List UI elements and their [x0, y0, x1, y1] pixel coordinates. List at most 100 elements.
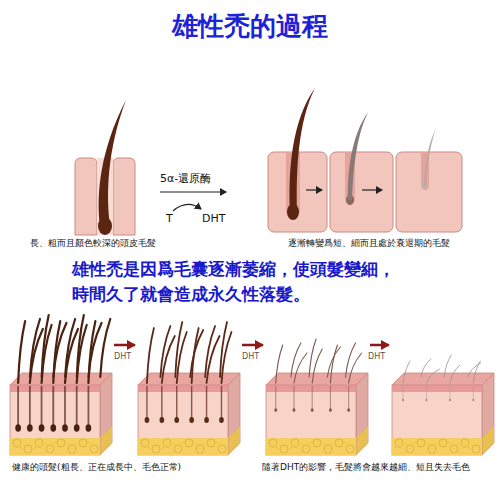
scalp-part	[10, 385, 100, 392]
scalp-part	[428, 445, 436, 453]
scalp-part	[335, 439, 343, 447]
hair	[53, 321, 60, 383]
hair-root	[161, 386, 162, 420]
hair	[421, 359, 431, 377]
scalp-part	[346, 445, 354, 453]
hair	[327, 347, 340, 377]
hair	[330, 345, 337, 383]
scalp-part	[313, 439, 321, 447]
progress-arrow	[114, 344, 135, 347]
scalp-part	[100, 426, 112, 455]
hair	[291, 343, 301, 377]
hair-bulb	[402, 399, 404, 402]
hormone-label: DHT	[202, 212, 225, 226]
hair-root	[176, 386, 177, 420]
hair-bulb	[159, 417, 164, 423]
scalp-part	[324, 445, 332, 453]
scalp-part	[138, 385, 228, 455]
scalp-part	[57, 439, 65, 447]
hair	[468, 363, 481, 377]
hair-root	[330, 386, 331, 410]
hair	[294, 353, 307, 383]
progress-arrow	[242, 344, 263, 347]
hair	[473, 361, 480, 383]
scalp-block	[10, 315, 112, 455]
hair-root	[29, 386, 31, 428]
hair	[276, 345, 283, 383]
scalp-part	[269, 439, 277, 447]
scalp-part	[280, 445, 288, 453]
hair-bulb	[27, 424, 33, 431]
fat-layer	[138, 438, 228, 455]
scalp-part	[218, 445, 226, 453]
hair-bulb	[189, 417, 194, 423]
scalp-part	[482, 426, 494, 455]
scalp-part	[10, 373, 112, 385]
caption: 逐漸轉變爲短、細而且處於衰退期的毛髮	[288, 238, 450, 250]
caption: 隨著DHT的影響，毛髮將會越來越細、短且失去毛色	[262, 462, 470, 474]
scalp-part	[174, 445, 182, 453]
hair-root	[206, 386, 207, 420]
scalp-part	[291, 439, 299, 447]
hair	[192, 328, 199, 383]
hair-bulb	[145, 417, 150, 423]
explanation: 雄性禿是因爲毛囊逐漸萎縮，使頭髮變細， 時間久了就會造成永久性落髮。	[72, 257, 417, 307]
hair	[100, 319, 110, 377]
hair-root	[348, 386, 349, 410]
hair-bulb	[86, 424, 92, 431]
hair-bulb	[472, 399, 474, 402]
scalp-part	[417, 439, 425, 447]
hair-root	[191, 386, 192, 420]
hair	[426, 369, 439, 383]
progress-arrow	[370, 344, 389, 347]
hair	[309, 339, 316, 377]
hair-bulb	[174, 417, 179, 423]
hair	[221, 332, 231, 383]
hormone-label: DHT	[242, 352, 259, 362]
scalp-part	[392, 385, 482, 455]
hair	[77, 325, 87, 383]
hair	[42, 325, 52, 383]
scalp-block	[266, 339, 368, 455]
scalp-part	[461, 439, 469, 447]
scalp-part	[266, 385, 356, 455]
hair-root	[221, 386, 222, 420]
scalp-part	[185, 439, 193, 447]
scalp-part	[10, 385, 100, 455]
hair-bulb	[15, 424, 21, 431]
hair	[346, 343, 356, 377]
scalp-part	[395, 439, 403, 447]
scalp-part	[68, 445, 76, 453]
scalp-part	[207, 439, 215, 447]
scalp-part	[450, 445, 458, 453]
hair-root	[312, 386, 313, 410]
scalp-part	[302, 445, 310, 453]
scalp-block	[138, 322, 240, 455]
caption: 健康的頭髮(粗長、正在成長中、毛色正常)	[12, 462, 181, 474]
scalp-part	[439, 439, 447, 447]
hair	[177, 332, 187, 383]
enzyme-arrow	[160, 191, 226, 192]
scalp-part	[163, 439, 171, 447]
scalp-part	[90, 445, 98, 453]
scalp-part	[100, 373, 112, 455]
scalp-part	[266, 373, 368, 385]
scalp-part	[472, 445, 480, 453]
fat-layer	[10, 438, 100, 455]
scalp-part	[356, 373, 368, 455]
scalp-part	[228, 373, 240, 455]
hair-bulb	[219, 417, 224, 423]
scalp-part	[24, 445, 32, 453]
hair-bulb	[74, 424, 80, 431]
scalp-part	[13, 439, 21, 447]
hair	[450, 365, 460, 383]
scalp-part	[141, 439, 149, 447]
hair-root	[146, 386, 147, 420]
hair-root	[403, 386, 404, 400]
scalp-part	[482, 373, 494, 455]
hair-root	[426, 386, 427, 400]
hair-root	[52, 386, 54, 428]
hair-root	[17, 386, 19, 428]
scalp-part	[228, 426, 240, 455]
